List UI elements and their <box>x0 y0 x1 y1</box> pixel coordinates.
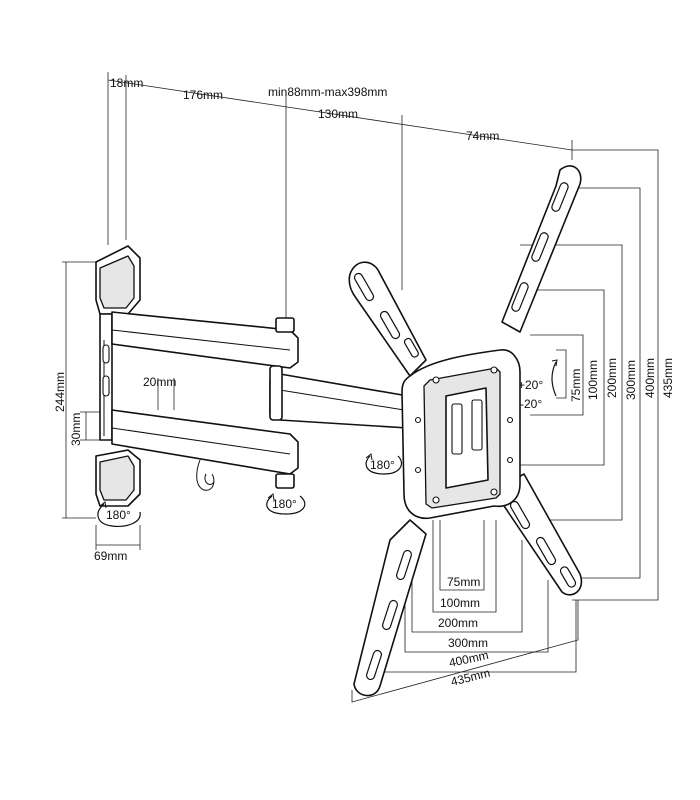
tilt-up-label: +20° <box>518 378 543 392</box>
dim-wall-plate-width: 69mm <box>94 549 127 563</box>
dim-extension: min88mm-max398mm <box>268 85 387 99</box>
top-dimension-lines <box>107 72 573 320</box>
vertical-vesa-lines <box>520 149 659 601</box>
dim-vesa-v-435: 435mm <box>661 358 675 398</box>
dim-wall-plate-height: 244mm <box>53 372 67 412</box>
dim-vesa-v-75: 75mm <box>569 369 583 402</box>
dim-vesa-v-300: 300mm <box>624 360 638 400</box>
wall-plate <box>95 245 141 507</box>
swivel-arm <box>266 493 306 515</box>
dim-vesa-h-100: 100mm <box>440 596 480 610</box>
cable-hook-icon <box>196 459 215 491</box>
swivel-arm-label: 180° <box>272 497 297 511</box>
tilt-arrow-up-icon <box>551 359 558 367</box>
arm-middle <box>269 365 409 429</box>
dim-arm1: 176mm <box>183 88 223 102</box>
dim-vesa-v-200: 200mm <box>605 358 619 398</box>
swivel-wall <box>97 501 141 527</box>
dim-spacing-small: 30mm <box>69 413 83 446</box>
dim-wall-depth: 18mm <box>110 76 143 90</box>
swivel-plate-label: 180° <box>370 458 395 472</box>
tilt-arc <box>551 361 557 397</box>
dim-vesa-v-100: 100mm <box>586 360 600 400</box>
tv-bracket <box>348 165 583 697</box>
dim-plate-offset: 74mm <box>466 129 499 143</box>
swivel-plate <box>365 453 403 475</box>
left-dimension-lines <box>62 261 175 550</box>
dim-vesa-v-400: 400mm <box>643 358 657 398</box>
dim-arm-gap: 20mm <box>143 375 176 389</box>
dim-arm2: 130mm <box>318 107 358 121</box>
swivel-wall-label: 180° <box>106 508 131 522</box>
dim-vesa-h-200: 200mm <box>438 616 478 630</box>
arm-upper <box>111 311 299 369</box>
dim-vesa-h-75: 75mm <box>447 575 480 589</box>
horizontal-vesa-lines <box>351 520 579 703</box>
dim-vesa-h-435: 435mm <box>449 666 491 689</box>
dim-vesa-h-300: 300mm <box>448 636 488 650</box>
tilt-down-label: -20° <box>520 397 542 411</box>
arm-lower <box>111 409 299 489</box>
